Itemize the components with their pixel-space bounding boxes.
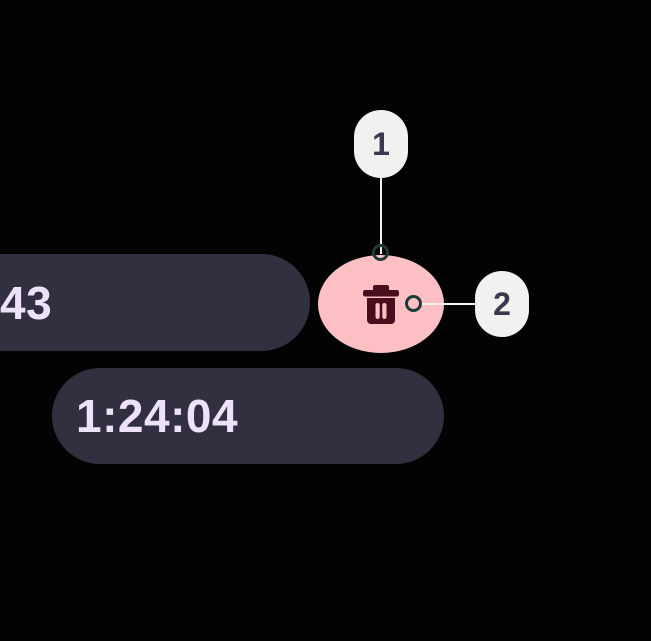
annotation-badge-2[interactable]: 2	[475, 271, 529, 337]
delete-button-right-anchor[interactable]	[405, 295, 422, 312]
duration-pill-bottom-label: 1:24:04	[76, 390, 239, 442]
duration-pill-top[interactable]: 43	[0, 254, 310, 351]
duration-pill-bottom[interactable]: 1:24:04	[52, 368, 444, 464]
annotation-connector-2	[420, 303, 478, 305]
delete-button-top-anchor[interactable]	[372, 244, 389, 261]
annotation-connector-1	[380, 158, 382, 254]
trash-icon	[361, 282, 401, 326]
annotation-badge-1[interactable]: 1	[354, 110, 408, 178]
duration-pill-top-label: 43	[0, 276, 53, 329]
